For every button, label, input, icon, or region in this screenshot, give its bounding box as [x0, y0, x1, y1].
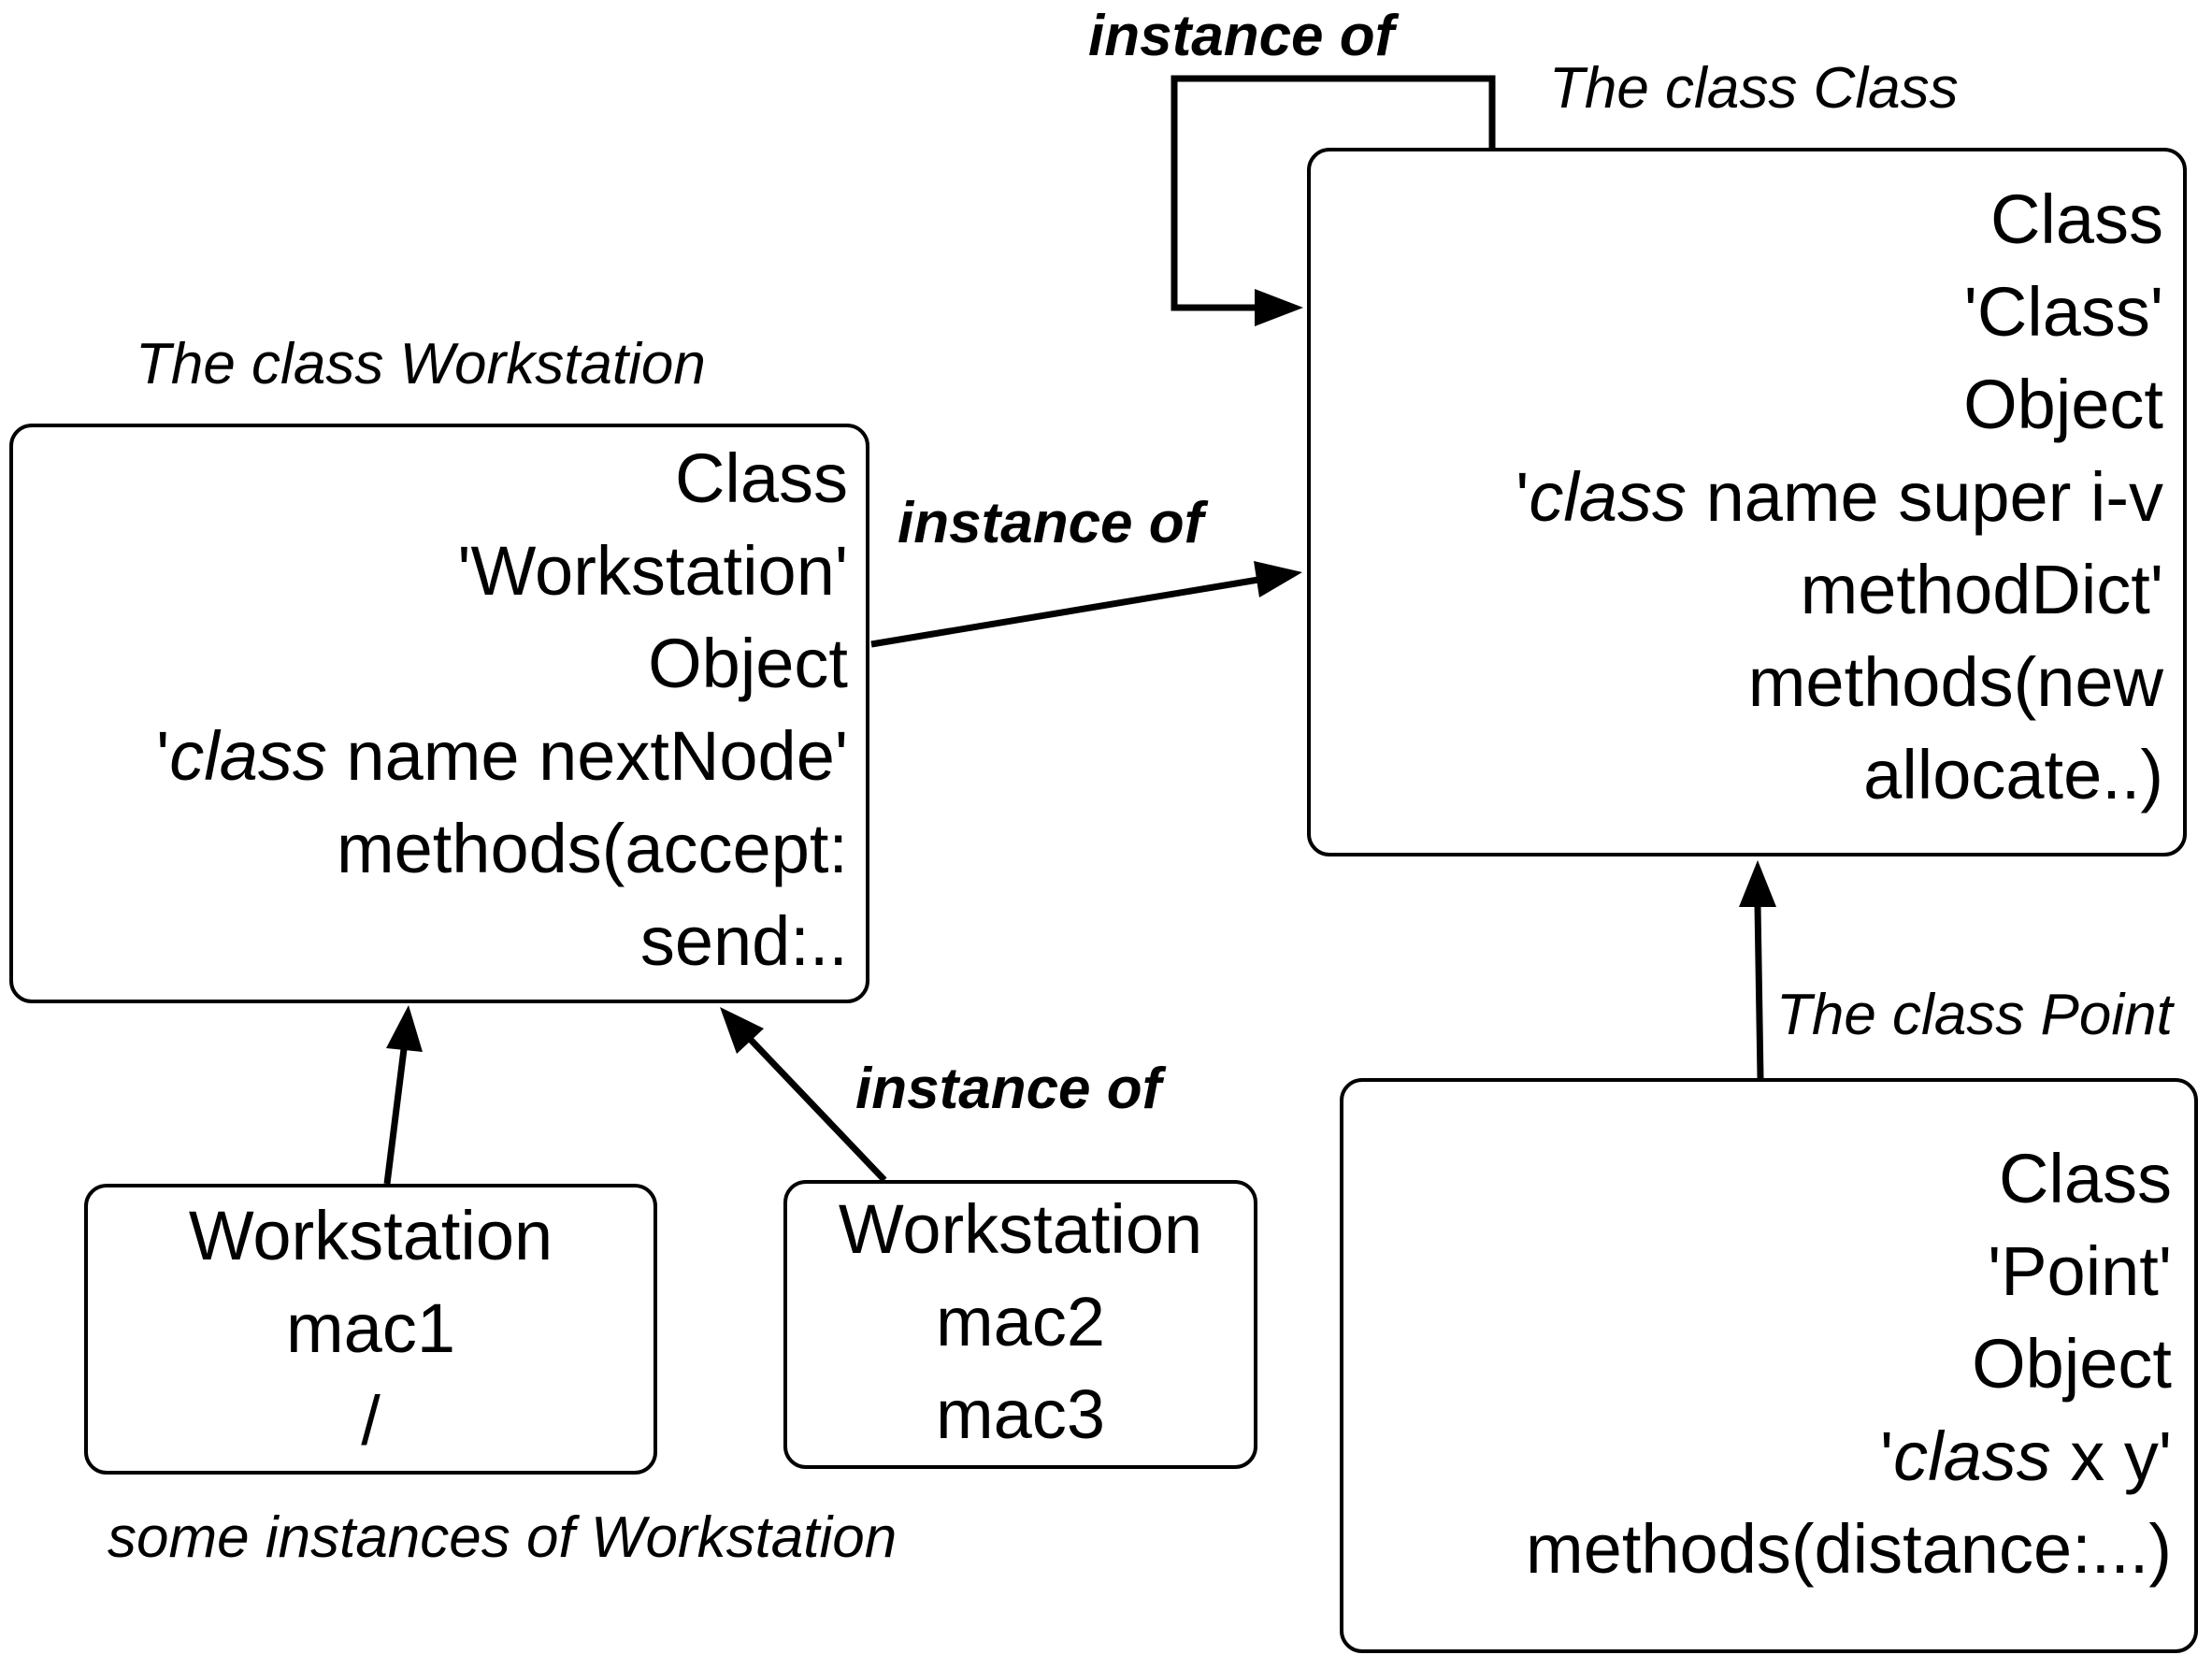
mac2-to-workstation-arrow [720, 1007, 887, 1183]
class-class-ivars-line: 'class name super i-v [1515, 451, 2163, 543]
caption-instances: some instances of Workstation [108, 1505, 898, 1570]
class-class-methods-line: methods(new [1747, 643, 2163, 721]
ivars-rest: name nextNode' [326, 717, 848, 795]
instance-mac2-box [783, 1180, 1257, 1469]
instance-mac1-box [84, 1184, 657, 1475]
point-class-line: Class [1998, 1140, 2172, 1217]
point-name-line: 'Point' [1988, 1232, 2172, 1310]
instance-mac2-class-line: Workstation [838, 1190, 1203, 1268]
caption-class-class: The class Class [1549, 56, 1959, 121]
ivars-rest: x y' [2050, 1418, 2172, 1495]
workstation-name-line: 'Workstation' [457, 532, 848, 610]
class-workstation-text: Class 'Workstation' Object 'class name n… [156, 432, 848, 987]
point-superclass-line: Object [1972, 1325, 2172, 1403]
class-class-superclass-line: Object [1963, 366, 2163, 443]
ivars-prefix: ' [1880, 1418, 1894, 1495]
point-to-class-arrow [1739, 860, 1776, 1079]
ivars-prefix: ' [1515, 458, 1530, 536]
instance-mac2-text: Workstation mac2 mac3 [783, 1183, 1257, 1461]
class-class-methods-cont-line: allocate..) [1863, 736, 2163, 813]
class-class-ivars-cont-line: methodDict' [1800, 551, 2163, 628]
instance-mac1-class-line: Workstation [188, 1197, 553, 1274]
point-methods-line: methods(distance:...) [1526, 1510, 2172, 1588]
self-instance-arrow [1171, 75, 1496, 326]
instance-of-label-self: instance of [1088, 4, 1395, 68]
caption-class-point: The class Point [1776, 983, 2173, 1047]
instance-mac2-name-line: mac2 [936, 1283, 1105, 1360]
instance-mac1-text: Workstation mac1 / [84, 1189, 657, 1467]
ivars-rest: name super i-v [1687, 458, 2163, 536]
caption-class-workstation: The class Workstation [136, 332, 706, 396]
class-point-text: Class 'Point' Object 'class x y' methods… [1526, 1132, 2172, 1595]
class-class-box [1307, 148, 2187, 856]
workstation-class-line: Class [674, 439, 848, 517]
instance-of-label-instances: instance of [855, 1057, 1162, 1121]
instance-mac1-next-line: / [361, 1382, 381, 1460]
class-workstation-box [9, 424, 869, 1003]
instance-mac1-name-line: mac1 [286, 1289, 455, 1367]
mac1-to-workstation-arrow [383, 1005, 423, 1185]
workstation-ivars-line: 'class name nextNode' [156, 710, 848, 802]
workstation-superclass-line: Object [648, 625, 848, 702]
ivars-keyword: class [1529, 458, 1688, 536]
class-point-box [1340, 1078, 2198, 1653]
class-class-name-line: 'Class' [1963, 273, 2163, 351]
ivars-prefix: ' [156, 717, 170, 795]
class-class-line: Class [1989, 180, 2163, 258]
ivars-keyword: class [1893, 1418, 2051, 1495]
workstation-methods-cont-line: send:.. [639, 902, 848, 980]
point-ivars-line: 'class x y' [1526, 1410, 2172, 1503]
workstation-methods-line: methods(accept: [336, 810, 848, 887]
class-class-text: Class 'Class' Object 'class name super i… [1515, 173, 2163, 821]
instance-mac2-next-line: mac3 [936, 1375, 1105, 1453]
ivars-keyword: class [169, 717, 327, 795]
instance-of-label-workstation: instance of [898, 491, 1204, 555]
workstation-to-class-arrow [870, 561, 1302, 648]
